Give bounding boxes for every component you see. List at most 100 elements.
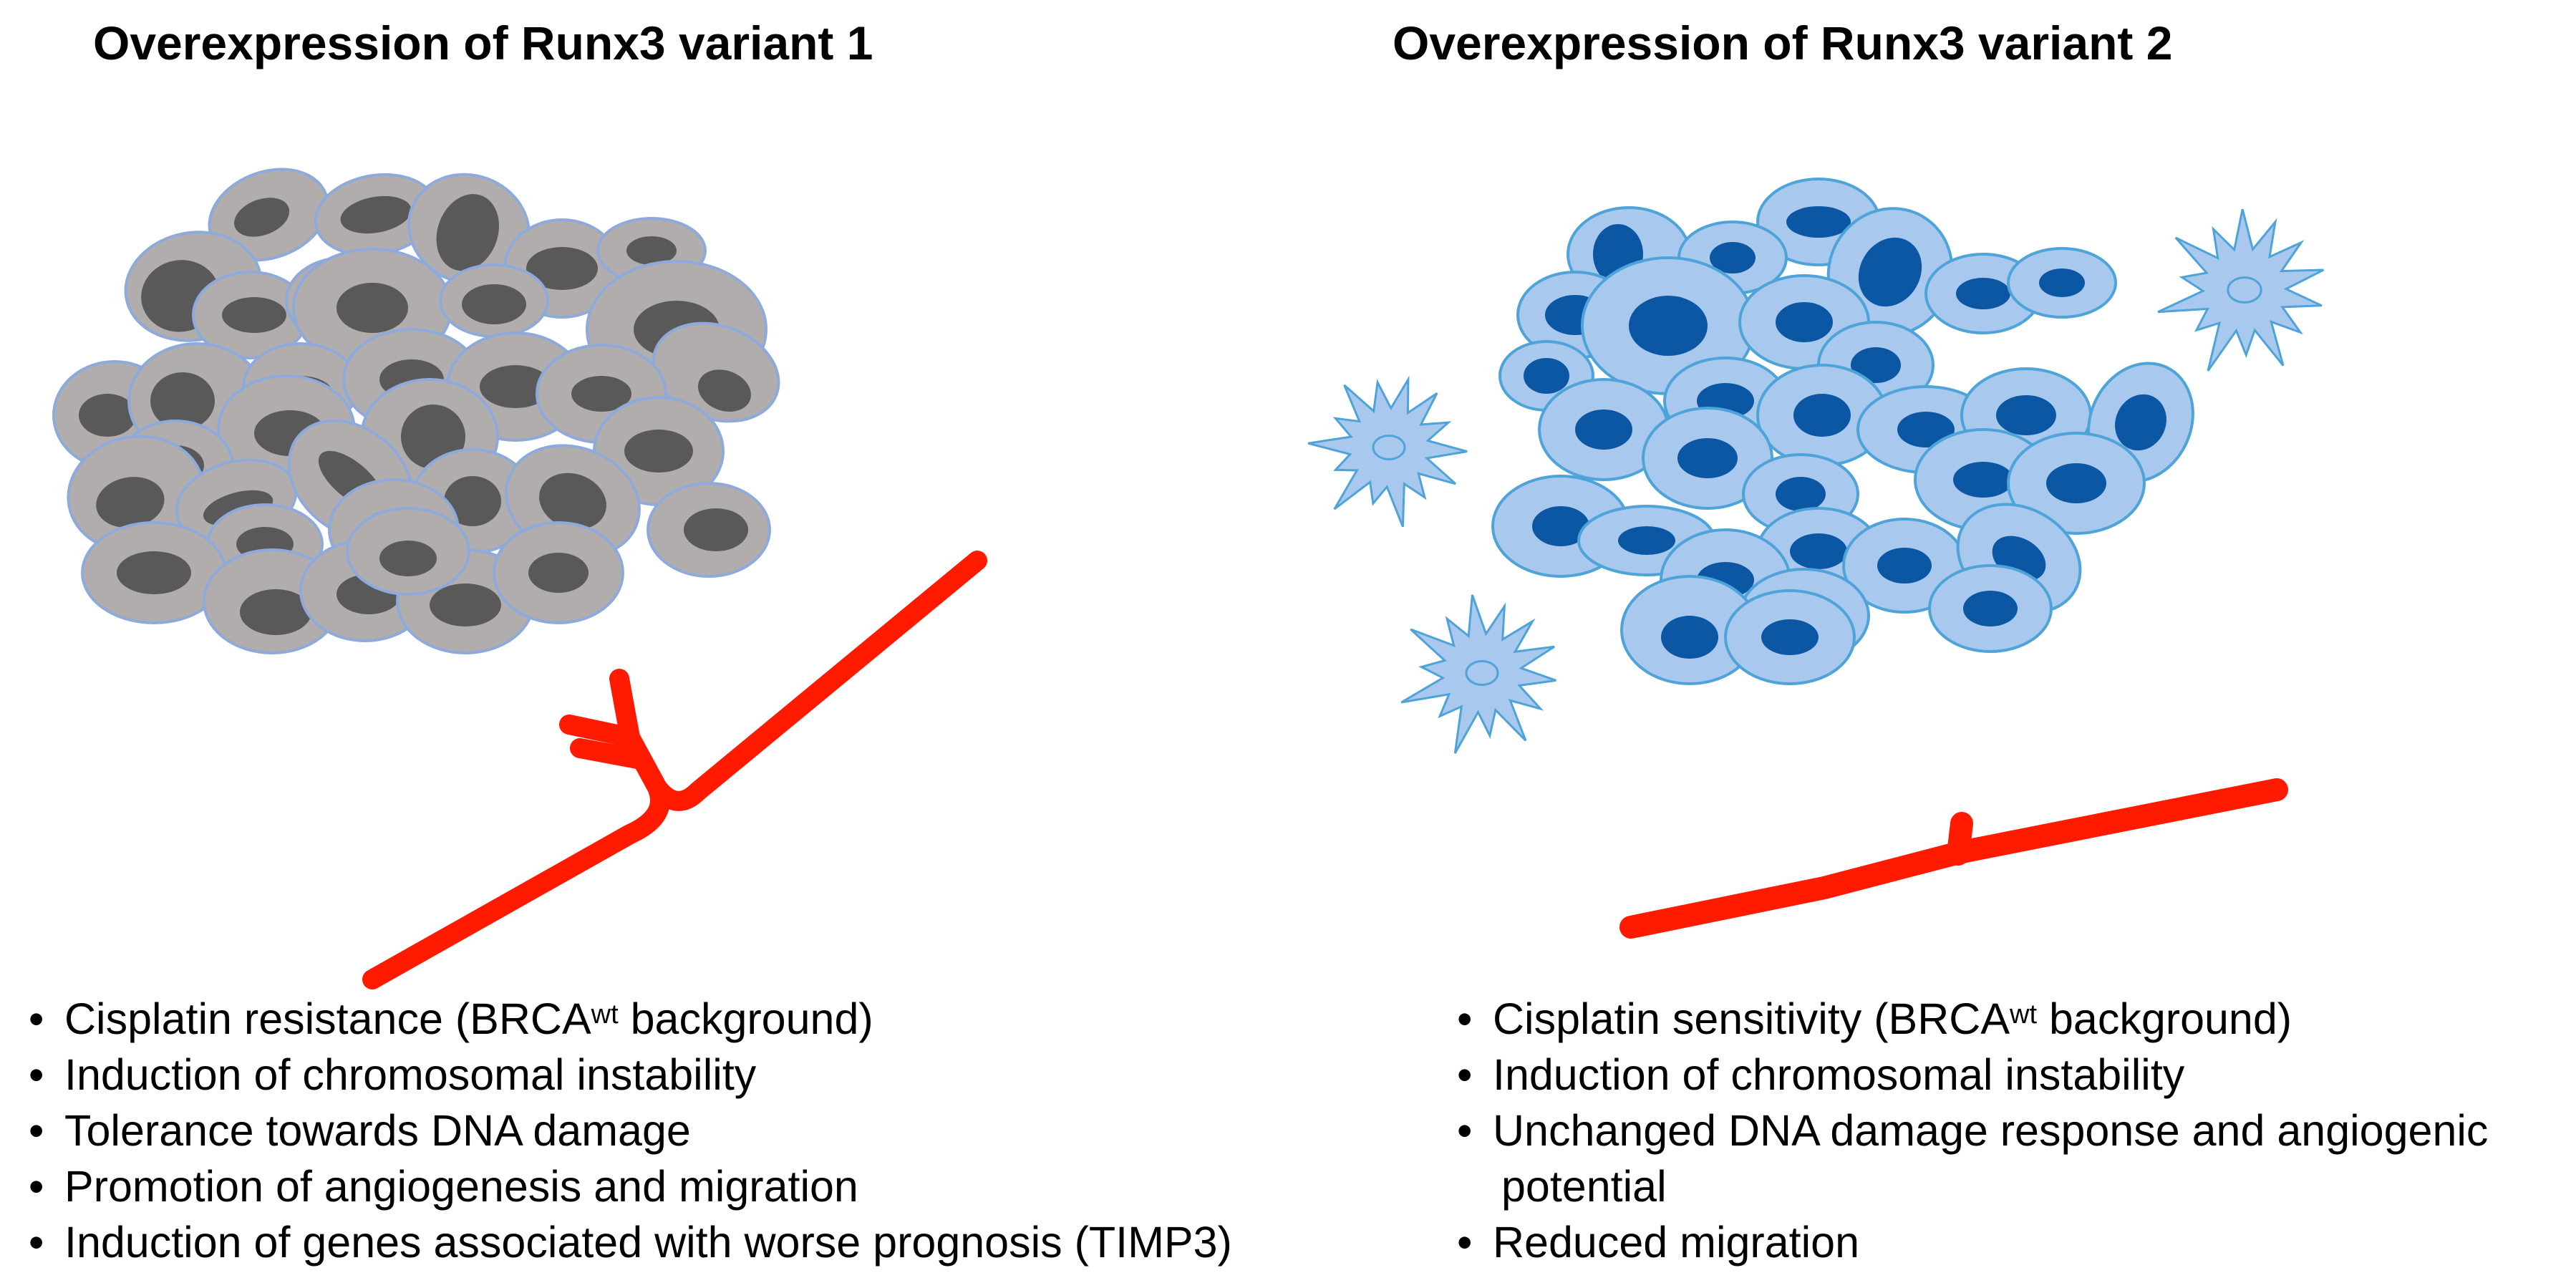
panel-left-bullets: Cisplatin resistance (BRCAwt background)… bbox=[29, 991, 1389, 1270]
cell-nucleus bbox=[117, 551, 191, 594]
apoptotic-cells bbox=[1307, 208, 2325, 754]
blue-cell bbox=[1756, 364, 1888, 467]
cell-nucleus bbox=[1790, 533, 1847, 569]
apoptotic-cell bbox=[1307, 375, 1468, 528]
cell-nucleus bbox=[1575, 410, 1632, 450]
cell-nucleus bbox=[2046, 463, 2106, 503]
cell-nucleus bbox=[340, 195, 412, 234]
blue-cell bbox=[2007, 247, 2117, 319]
cell-nucleus bbox=[1996, 395, 2056, 435]
bullet-item: Induction of chromosomal instability bbox=[29, 1047, 1389, 1103]
cell-nucleus bbox=[436, 194, 500, 271]
blue-cell bbox=[1724, 589, 1856, 685]
unbranched-blood-vessel bbox=[1619, 778, 2288, 939]
cell-nucleus bbox=[526, 247, 598, 290]
bullet-item: Induction of genes associated with worse… bbox=[29, 1214, 1389, 1270]
bullet-text-suffix: background) bbox=[618, 994, 873, 1043]
cell-nucleus bbox=[1776, 302, 1833, 342]
bullet-text: Promotion of angiogenesis and migration bbox=[64, 1162, 858, 1211]
grey-cell bbox=[81, 521, 227, 624]
cell-nucleus bbox=[430, 584, 501, 626]
cell-nucleus bbox=[1877, 548, 1932, 584]
bullet-item: Promotion of angiogenesis and migration bbox=[29, 1158, 1389, 1214]
cell-nucleus bbox=[1532, 506, 1589, 546]
grey-tumor-cell-cluster bbox=[52, 168, 780, 654]
cell-nucleus bbox=[1677, 438, 1738, 478]
blue-cell bbox=[2007, 432, 2146, 535]
cell-nucleus bbox=[1710, 242, 1756, 273]
cell-nucleus bbox=[240, 589, 311, 635]
cell-nucleus bbox=[2115, 394, 2166, 451]
grey-cell bbox=[346, 507, 470, 596]
blue-cell bbox=[1620, 575, 1759, 685]
superscript-wt: wt bbox=[591, 999, 619, 1030]
branched-blood-vessel bbox=[362, 551, 987, 989]
bullet-item: Induction of chromosomal instability bbox=[1457, 1047, 2574, 1103]
bullet-item: Tolerance towards DNA damage bbox=[29, 1103, 1389, 1158]
cell-nucleus bbox=[539, 473, 606, 530]
bullet-text: Unchanged DNA damage response and angiog… bbox=[1493, 1106, 2489, 1155]
cell-nucleus bbox=[2039, 268, 2085, 297]
cell-nucleus bbox=[1524, 358, 1569, 394]
bullet-text: Induction of chromosomal instability bbox=[1493, 1050, 2185, 1099]
bullet-text: Reduced migration bbox=[1493, 1218, 1860, 1267]
bullet-item: Cisplatin sensitivity (BRCAwt background… bbox=[1457, 991, 2574, 1047]
cell-nucleus bbox=[697, 369, 751, 412]
panel-left-title: Overexpression of Runx3 variant 1 bbox=[93, 16, 873, 69]
panel-right-bullets: Cisplatin sensitivity (BRCAwt background… bbox=[1457, 991, 2574, 1270]
cell-nucleus bbox=[1786, 206, 1851, 238]
bullet-text-continuation: potential bbox=[1501, 1162, 1667, 1211]
cell-nucleus bbox=[480, 365, 551, 408]
cell-nucleus bbox=[1793, 394, 1851, 437]
blue-cell bbox=[1928, 564, 2053, 653]
apoptotic-cell bbox=[1400, 594, 1556, 754]
cell-nucleus bbox=[1897, 412, 1955, 447]
bullet-text: Induction of genes associated with worse… bbox=[64, 1218, 1232, 1267]
fragmented-nucleus bbox=[1372, 435, 1406, 460]
bullet-item: Cisplatin resistance (BRCAwt background) bbox=[29, 991, 1389, 1047]
fragmented-nucleus bbox=[2227, 276, 2262, 304]
blue-tumor-cell-cluster bbox=[1491, 178, 2194, 685]
superscript-wt: wt bbox=[2010, 999, 2038, 1030]
fragmented-nucleus bbox=[1465, 660, 1499, 686]
blue-cell bbox=[1538, 378, 1670, 481]
bullet-text: Induction of chromosomal instability bbox=[64, 1050, 757, 1099]
cell-nucleus bbox=[684, 508, 748, 551]
cell-nucleus bbox=[222, 297, 286, 333]
blue-cell bbox=[1642, 407, 1773, 510]
bullet-item: Reduced migration bbox=[1457, 1214, 2574, 1270]
cell-nucleus bbox=[624, 430, 693, 473]
cell-nucleus bbox=[79, 394, 136, 437]
cell-nucleus bbox=[1858, 237, 1922, 307]
cell-nucleus bbox=[1776, 477, 1826, 511]
grey-cell bbox=[647, 482, 771, 578]
cell-nucleus bbox=[1761, 619, 1819, 655]
cell-nucleus bbox=[1629, 296, 1708, 356]
cell-nucleus bbox=[462, 284, 526, 324]
cell-nucleus bbox=[96, 477, 165, 528]
cell-nucleus bbox=[1661, 616, 1718, 659]
cell-nucleus bbox=[1963, 591, 2018, 626]
blood-vessels bbox=[362, 551, 2288, 989]
bullet-text-suffix: background) bbox=[2037, 994, 2292, 1043]
cell-nucleus bbox=[1953, 462, 2013, 498]
bullet-text: Cisplatin sensitivity (BRCA bbox=[1493, 994, 2010, 1043]
bullet-text: Tolerance towards DNA damage bbox=[64, 1106, 691, 1155]
cell-nucleus bbox=[379, 541, 437, 576]
cell-nucleus bbox=[1851, 347, 1901, 383]
cell-nucleus bbox=[444, 476, 501, 526]
grey-cell bbox=[493, 521, 624, 624]
grey-cell bbox=[192, 271, 309, 359]
panel-right-title: Overexpression of Runx3 variant 2 bbox=[1393, 16, 2173, 69]
cell-nucleus bbox=[234, 198, 290, 237]
apoptotic-cell bbox=[2157, 208, 2325, 372]
grey-cell bbox=[208, 168, 329, 262]
cell-nucleus bbox=[150, 372, 215, 430]
bullet-text: Cisplatin resistance (BRCA bbox=[64, 994, 591, 1043]
cell-nucleus bbox=[626, 236, 677, 265]
cell-nucleus bbox=[1618, 526, 1675, 555]
cell-nucleus bbox=[1956, 278, 2010, 309]
cell-nucleus bbox=[528, 553, 589, 593]
grey-cell bbox=[439, 263, 549, 338]
